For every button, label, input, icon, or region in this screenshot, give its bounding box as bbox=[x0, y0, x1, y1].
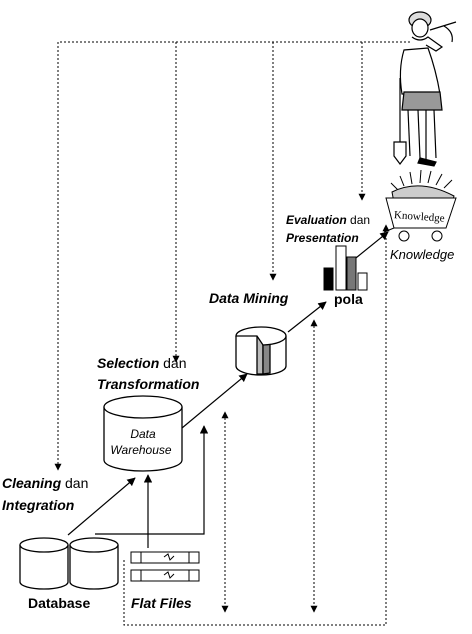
data-warehouse-label-2: Warehouse bbox=[110, 443, 171, 457]
pola-label: pola bbox=[334, 291, 363, 307]
cleaning-rest: dan bbox=[61, 475, 88, 491]
data-mining-icon bbox=[235, 326, 287, 376]
process-arrows bbox=[67, 231, 389, 548]
knowledge-label: Knowledge bbox=[390, 247, 454, 262]
data-warehouse-icon bbox=[103, 395, 183, 472]
evaluation-bold: Evaluation bbox=[286, 213, 347, 227]
integration-label: Integration bbox=[2, 497, 74, 513]
evaluation-label: Evaluation dan bbox=[286, 213, 370, 227]
flat-files-icon bbox=[130, 551, 200, 582]
selection-label: Selection dan bbox=[97, 355, 187, 371]
presentation-label: Presentation bbox=[286, 231, 359, 245]
cart-knowledge-label: Knowledge bbox=[394, 209, 446, 225]
pattern-bars-icon bbox=[323, 245, 368, 291]
selection-bold: Selection bbox=[97, 355, 159, 371]
cleaning-bold: Cleaning bbox=[2, 475, 62, 491]
selection-rest: dan bbox=[159, 355, 186, 371]
feedback-lines bbox=[54, 41, 410, 626]
cleaning-label: Cleaning dan bbox=[2, 475, 88, 491]
data-mining-label: Data Mining bbox=[209, 290, 289, 306]
evaluation-rest: dan bbox=[347, 213, 370, 227]
data-warehouse-label-1: Data bbox=[130, 427, 156, 441]
miner-icon bbox=[393, 11, 457, 167]
database-icon bbox=[19, 537, 119, 590]
knowledge-cart-icon bbox=[383, 169, 457, 242]
database-label: Database bbox=[28, 595, 90, 611]
flat-files-label: Flat Files bbox=[131, 595, 192, 611]
transformation-label: Transformation bbox=[97, 376, 199, 392]
